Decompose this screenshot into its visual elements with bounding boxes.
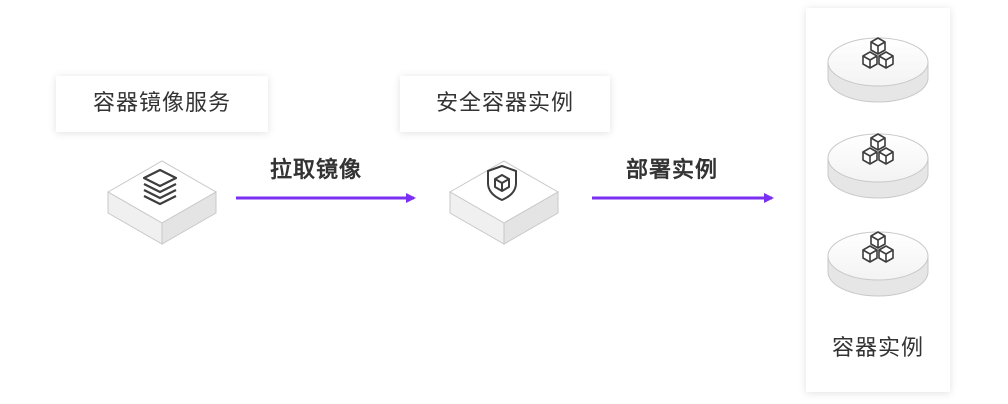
container-instances-label: 容器实例: [831, 336, 924, 361]
cubes-icon: [862, 231, 894, 263]
secure-container-label: 安全容器实例: [435, 91, 574, 116]
registry-label-box: 容器镜像服务: [56, 76, 268, 132]
stacked-layers-icon: [142, 168, 178, 206]
deploy-instance-label: 部署实例: [626, 158, 719, 183]
container-instance-disk-3: [827, 231, 929, 297]
pull-image-label: 拉取镜像: [270, 158, 363, 183]
secure-container-label-box: 安全容器实例: [400, 76, 610, 132]
registry-label: 容器镜像服务: [92, 91, 231, 116]
cubes-icon: [862, 37, 894, 69]
shield-cube-icon: [487, 165, 517, 201]
container-instance-disk-1: [827, 37, 929, 103]
container-instance-disk-2: [827, 133, 929, 199]
cubes-icon: [862, 133, 894, 165]
secure-container-block: [448, 160, 560, 245]
registry-block: [106, 160, 218, 245]
